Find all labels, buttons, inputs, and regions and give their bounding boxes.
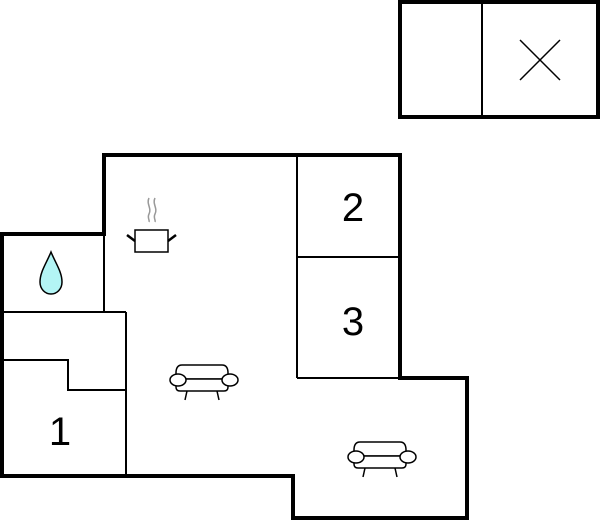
cooking-pot-icon [126, 197, 177, 253]
sofa-icon [347, 441, 417, 478]
x-mark-icon [519, 39, 561, 81]
room-label-3: 3 [342, 300, 364, 344]
sofa-icon [169, 364, 239, 401]
room-label-1: 1 [49, 410, 71, 454]
outbuilding [398, 0, 600, 119]
room-label-2: 2 [342, 186, 364, 230]
outbuilding-wall [398, 0, 600, 119]
bedroom-1-wall-top [2, 359, 126, 391]
outer-wall [0, 153, 469, 520]
water-drop-icon [39, 250, 63, 295]
interior-walls [2, 155, 400, 476]
